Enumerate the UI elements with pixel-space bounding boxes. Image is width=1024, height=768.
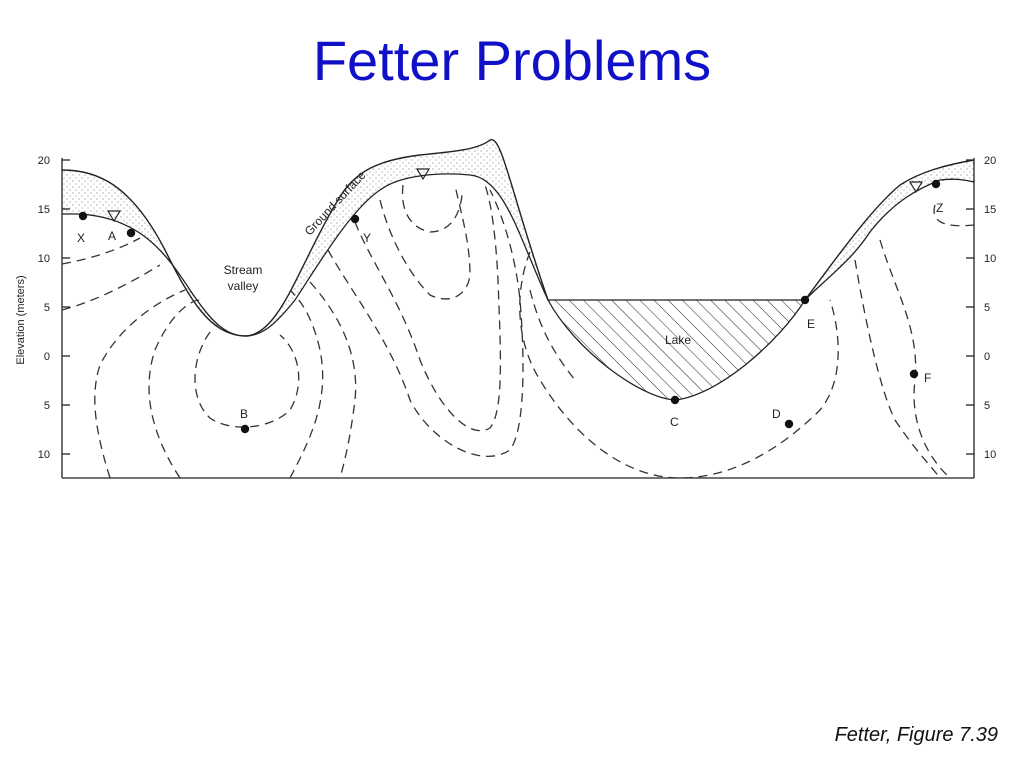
right-tick-label: 0 — [984, 351, 990, 363]
equipotential-line — [933, 204, 975, 227]
point-b — [240, 424, 250, 434]
stream-valley-label: valley — [228, 279, 259, 293]
point-y — [350, 214, 360, 224]
equipotential-lines — [61, 184, 975, 479]
point-c — [670, 395, 680, 405]
point-label-y: Y — [363, 231, 371, 245]
point-label-c: C — [670, 415, 679, 429]
right-tick-label: 15 — [984, 204, 996, 216]
water-table-line-right — [804, 178, 975, 301]
slide-title: Fetter Problems — [312, 29, 712, 92]
y-axis-label: Elevation (meters) — [15, 275, 27, 364]
point-z — [931, 179, 941, 189]
right-tick-label: 5 — [984, 400, 990, 412]
equipotential-line — [379, 184, 471, 300]
left-tick-label: 20 — [38, 155, 50, 167]
equipotential-line — [854, 259, 941, 479]
point-label-e: E — [807, 317, 815, 331]
point-d — [784, 419, 794, 429]
left-tick-label: 10 — [38, 449, 50, 461]
equipotential-line — [354, 184, 502, 432]
equipotential-line — [61, 237, 141, 265]
left-tick-label: 0 — [44, 351, 50, 363]
equipotential-line — [401, 184, 463, 233]
lake-label: Lake — [665, 333, 691, 347]
equipotential-line — [289, 289, 324, 479]
water-table-marker — [415, 168, 431, 181]
point-label-z: Z — [936, 201, 943, 215]
right-tick-label: 10 — [984, 253, 996, 265]
point-x — [78, 211, 88, 221]
equipotential-line — [194, 331, 300, 428]
equipotential-line — [529, 289, 576, 381]
left-tick-label: 5 — [44, 302, 50, 314]
equipotential-line — [327, 189, 524, 457]
ground-surface-line — [61, 139, 549, 337]
unsaturated-zone — [62, 139, 974, 336]
right-tick-label: 5 — [984, 302, 990, 314]
point-label-x: X — [77, 231, 85, 245]
point-f — [909, 369, 919, 379]
point-label-f: F — [924, 371, 931, 385]
point-labels: X A Y Z B C D E F — [77, 201, 943, 429]
left-tick-label: 15 — [38, 204, 50, 216]
equipotential-line — [94, 289, 186, 479]
right-tick-labels: 20 15 10 5 0 5 10 — [984, 155, 996, 461]
water-table-line — [62, 173, 549, 337]
lake-water — [546, 299, 807, 401]
water-table-markers — [106, 168, 924, 223]
equipotential-line — [61, 264, 161, 311]
equipotential-line — [519, 251, 839, 479]
water-table-marker — [908, 181, 924, 194]
point-a — [126, 228, 136, 238]
right-tick-label: 10 — [984, 449, 996, 461]
observation-points — [78, 179, 941, 434]
right-tick-label: 20 — [984, 155, 996, 167]
left-tick-marks — [62, 159, 70, 455]
right-tick-marks — [966, 159, 974, 455]
point-e — [800, 295, 810, 305]
left-tick-labels: 20 15 10 5 0 5 10 — [38, 155, 50, 461]
equipotential-line — [148, 299, 201, 479]
equipotential-line — [879, 239, 951, 479]
stream-valley-label: Stream — [224, 263, 263, 277]
left-tick-label: 10 — [38, 253, 50, 265]
figure-caption: Fetter, Figure 7.39 — [834, 724, 998, 746]
point-label-a: A — [108, 229, 116, 243]
left-tick-label: 5 — [44, 400, 50, 412]
water-table-marker — [106, 210, 122, 223]
point-label-b: B — [240, 407, 248, 421]
ground-surface-line-right — [804, 159, 975, 301]
point-label-d: D — [772, 407, 781, 421]
equipotential-line — [309, 281, 357, 479]
